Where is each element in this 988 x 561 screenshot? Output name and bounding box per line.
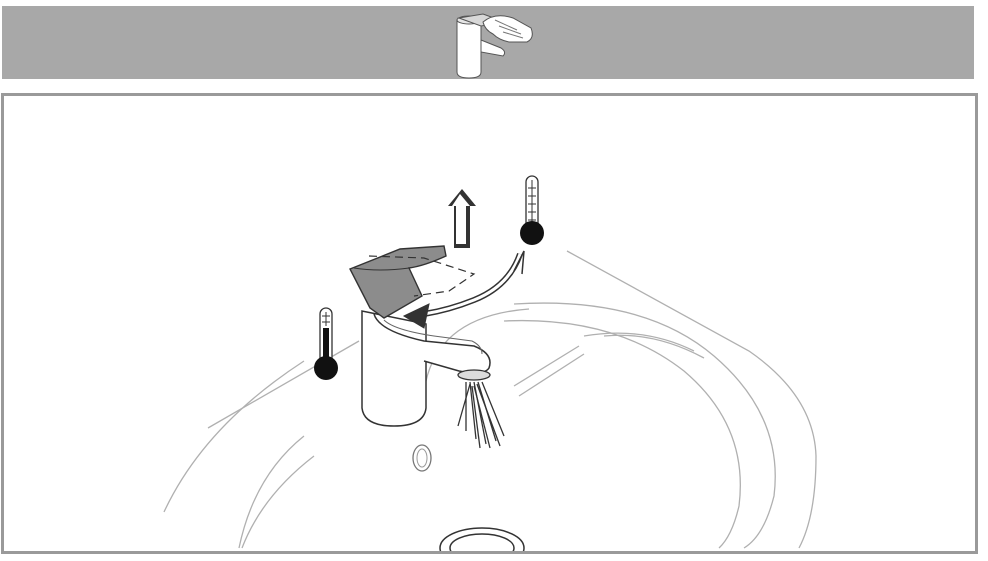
faucet-illustration	[163, 175, 817, 551]
cold-water-thermometer-icon	[520, 175, 544, 245]
overflow-hole	[412, 444, 432, 472]
lever-up-arrow-icon	[448, 189, 476, 248]
aerator	[457, 369, 491, 381]
faucet-body	[361, 310, 427, 427]
water-stream-icon	[457, 381, 505, 449]
lever-handle	[349, 245, 447, 319]
washbasin	[163, 250, 817, 549]
faucet-cleaning-hand-icon	[456, 13, 533, 79]
drain	[439, 527, 525, 551]
illustration-frame	[1, 93, 978, 554]
hot-water-thermometer-icon	[314, 307, 338, 380]
header-bar	[2, 6, 974, 79]
